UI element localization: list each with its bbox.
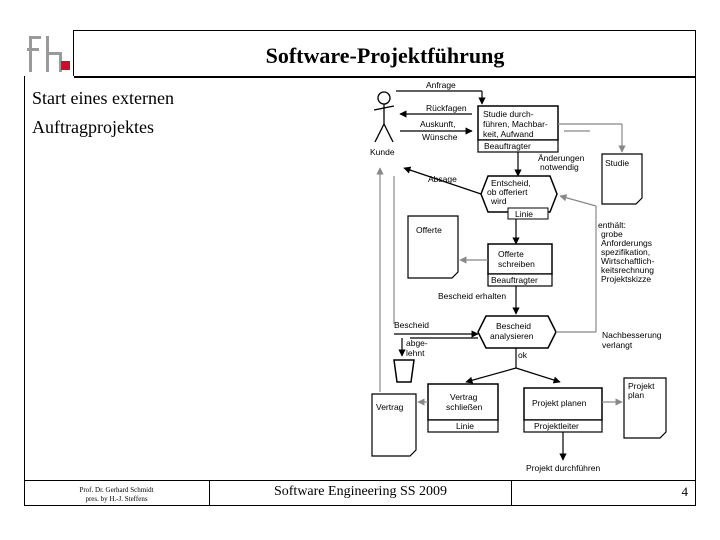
- wuensche-label: Wünsche: [422, 132, 458, 142]
- bescheid-erhalten-label: Bescheid erhalten: [438, 291, 506, 301]
- abgelehnt-line-1: abge-: [406, 338, 428, 348]
- entscheid-line-2: ob offeriert: [487, 187, 528, 197]
- slide-subtitle: Start eines externen Auftragprojektes: [32, 84, 232, 142]
- subtitle-line-1: Start eines externen: [32, 88, 174, 108]
- rueckfragen-label: Rückfagen: [426, 103, 467, 113]
- studie-process-box: [477, 105, 559, 141]
- enthaelt-line-6: keitsrechnung: [601, 265, 654, 275]
- bescheid-analysieren-line-2: analysieren: [490, 331, 534, 341]
- vertrag-schliessen-line-1: Vertrag: [450, 392, 478, 402]
- fh-logo-graphic: [24, 30, 73, 76]
- nachbesserung-line-2: verlangt: [602, 340, 633, 350]
- process-diagram: Kunde Anfrage Rückfagen Auskunft, Wünsch…: [370, 80, 667, 473]
- trash-bin-icon: [393, 359, 415, 383]
- abgelehnt-line-2: lehnt: [406, 348, 425, 358]
- projektleiter-label: Projektleiter: [534, 421, 579, 431]
- footer-author: Prof. Dr. Gerhard Schmidt pres. by H.-J.…: [24, 480, 210, 506]
- studie-line-3: keit, Aufwand: [483, 129, 534, 139]
- slide-title: Software-Projektführung: [265, 43, 505, 68]
- offerte-schreiben-box: [487, 243, 553, 275]
- anfrage-label: Anfrage: [426, 80, 456, 90]
- author-line-2: pres. by H.-J. Steffens: [85, 495, 148, 503]
- enthaelt-line-7: Projektskizze: [601, 274, 651, 284]
- page-number: 4: [512, 480, 696, 506]
- projekt-planen-label: Projekt planen: [532, 398, 587, 408]
- subtitle-line-2: Auftragprojektes: [32, 117, 154, 137]
- ok-to-planen-arrow: [515, 367, 561, 384]
- projekt-durchfuehren-label: Projekt durchführen: [526, 463, 600, 473]
- beauftragter-box-2: [487, 273, 553, 287]
- fh-logo: fh: [24, 30, 74, 76]
- ok-to-vertrag-arrow: [465, 367, 517, 384]
- vertrag-document-icon: [371, 393, 417, 457]
- nachbesserung-arrow: [559, 194, 597, 207]
- entscheid-line-1: Entscheid,: [491, 178, 531, 188]
- enthaelt-line-4: spezifikation,: [601, 247, 650, 257]
- offerte-document-icon: [407, 215, 459, 279]
- entscheid-line-3: wird: [490, 196, 507, 206]
- beauftragter-1-label: Beauftragter: [484, 141, 531, 151]
- bescheid-label: Bescheid: [394, 320, 429, 330]
- footer-course: Software Engineering SS 2009: [210, 480, 512, 506]
- vertrag-schliessen-line-2: schließen: [446, 402, 483, 412]
- beauftragter-2-label: Beauftragter: [491, 275, 538, 285]
- offerte-doc-label: Offerte: [416, 225, 442, 235]
- author-line-1: Prof. Dr. Gerhard Schmidt: [79, 486, 154, 494]
- offerte-schreiben-line-1: Offerte: [498, 249, 524, 259]
- projektplan-document-icon: [623, 377, 667, 439]
- offerte-schreiben-line-2: schreiben: [498, 259, 535, 269]
- title-divider: [74, 76, 696, 78]
- nachbesserung-line-1: Nachbesserung: [602, 330, 662, 340]
- aenderungen-line-1: Änderungen: [538, 153, 585, 163]
- enthaelt-line-1: enthält:: [598, 220, 626, 230]
- vertrag-doc-label: Vertrag: [376, 402, 404, 412]
- linie-2-label: Linie: [456, 421, 474, 431]
- linie-box-1: [507, 207, 549, 220]
- bescheid-analysieren-box: [477, 315, 557, 349]
- linie-1-label: Linie: [515, 209, 533, 219]
- linie-box-2: [427, 419, 499, 433]
- customer-stick-figure-icon: [373, 91, 395, 143]
- absage-label: Absage: [428, 174, 457, 184]
- studie-line-2: führen, Machbar-: [483, 119, 548, 129]
- enthaelt-line-3: Anforderungs: [601, 238, 652, 248]
- absage-arrow: [403, 166, 482, 195]
- studie-line-1: Studie durch-: [483, 109, 534, 119]
- slide-frame: [24, 30, 696, 506]
- projektplan-line-2: plan: [628, 390, 644, 400]
- projekt-planen-box: [523, 387, 603, 421]
- kunde-label: Kunde: [370, 147, 395, 157]
- ok-label: ok: [518, 350, 528, 360]
- bescheid-analysieren-line-1: Bescheid: [496, 321, 531, 331]
- studie-document-icon: [601, 153, 643, 205]
- aenderungen-line-2: notwendig: [540, 162, 579, 172]
- studie-doc-label: Studie: [605, 158, 629, 168]
- projektplan-line-1: Projekt: [628, 381, 655, 391]
- auskunft-label: Auskunft,: [420, 119, 455, 129]
- enthaelt-line-5: Wirtschaftlich-: [601, 256, 655, 266]
- enthaelt-line-2: grobe: [601, 229, 623, 239]
- vertrag-schliessen-box: [427, 383, 499, 421]
